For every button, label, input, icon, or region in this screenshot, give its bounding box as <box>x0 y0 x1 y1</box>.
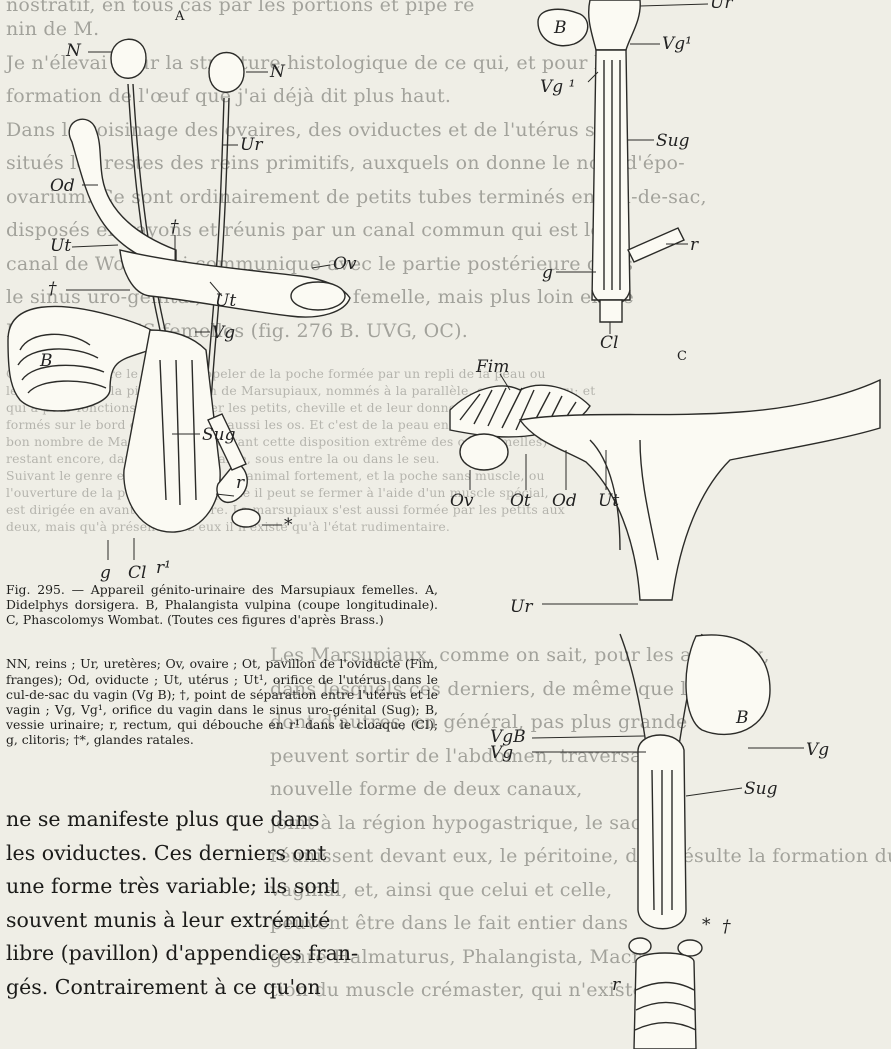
label-bladder: B <box>553 18 567 38</box>
rectum <box>634 953 696 1049</box>
panel-label-c: C <box>677 349 687 364</box>
figure-caption: Fig. 295. — Appareil génito-urinaire des… <box>6 582 438 628</box>
label-urogenital-sinus: Sug <box>744 779 778 799</box>
label-rectum: r <box>690 235 699 255</box>
label-vagina: Vg <box>212 323 235 343</box>
ovary <box>291 282 345 310</box>
rectal-gland <box>232 509 260 527</box>
figure-a-didelphys: A <box>0 0 440 580</box>
vagina-upper <box>589 0 641 50</box>
body-line: gés. Contrairement à ce qu'on <box>6 971 418 1005</box>
label-rectum: r <box>236 473 245 493</box>
body-line: souvent munis à leur extrémité <box>6 904 418 938</box>
label-urogenital-sinus: Sug <box>656 131 690 151</box>
label-urogenital-sinus: Sug <box>202 425 236 445</box>
label-uterus: Ut <box>50 236 71 256</box>
label-fimbriae: Fim <box>475 357 509 377</box>
kidney-right <box>209 53 244 93</box>
label-ureter: Ur <box>510 597 533 617</box>
label-oviduct: Od <box>552 491 577 511</box>
gland <box>629 938 651 954</box>
label-glands: * <box>284 515 293 535</box>
label-vagina-orifice: Vg ¹ <box>540 77 575 97</box>
label-clitoris: g <box>542 263 553 283</box>
label-bladder: B <box>39 351 53 371</box>
label-dagger: † <box>722 917 731 937</box>
gland <box>678 940 702 956</box>
label-oviduct: Od <box>50 176 75 196</box>
label-clitoris: g <box>100 563 111 583</box>
label-ovary: Ov <box>450 491 474 511</box>
body-line: ne se manifeste plus que dans <box>6 803 418 837</box>
caption-title: Fig. 295. — Appareil génito-urinaire des… <box>6 582 438 628</box>
panel-label-a: A <box>174 9 185 24</box>
rectum <box>628 228 684 262</box>
label-ureter: Ur <box>240 135 263 155</box>
label-kidney-n: N <box>269 62 286 82</box>
figure-b-phalangista: Ur B Vg¹ Vg ¹ Sug r g Cl <box>530 0 740 350</box>
label-vagina: Vg <box>490 743 513 763</box>
cloaca <box>600 300 622 322</box>
label-uterus: Ut <box>215 291 236 311</box>
label-vagina-orifice: Vg¹ <box>662 34 692 54</box>
label-dagger: † <box>48 279 57 299</box>
label-rectum-opening: r¹ <box>156 558 171 578</box>
label-vagina: Vg <box>806 740 829 760</box>
caption-legend: NN, reins ; Ur, uretères; Ov, ovaire ; O… <box>6 656 438 747</box>
body-line: les oviductes. Ces derniers ont <box>6 837 418 871</box>
ovary <box>460 434 508 470</box>
figure-c-phascolomys: C Fim Ov Ot Od Ut <box>440 350 885 1049</box>
label-uterus: Ut <box>598 491 619 511</box>
label-cloaca: Cl <box>128 563 146 583</box>
label-dagger: † <box>170 217 179 237</box>
kidney-left <box>111 39 146 78</box>
label-rectum: r <box>612 975 621 995</box>
body-line: libre (pavillon) d'appendices fran- <box>6 937 418 971</box>
label-glands: * <box>702 915 711 935</box>
label-pavilion: Ot <box>510 491 531 511</box>
label-bladder: B <box>735 708 749 728</box>
body-line: une forme très variable; ils sont <box>6 870 418 904</box>
body-text: ne se manifeste plus que dans les oviduc… <box>6 803 418 1004</box>
label-kidney-n: N <box>65 41 82 61</box>
vaginal-canal <box>592 50 630 300</box>
bladder <box>686 635 770 734</box>
oviduct-left <box>69 119 176 268</box>
figure-legend: NN, reins ; Ur, uretères; Ov, ovaire ; O… <box>6 644 438 760</box>
label-ureter: Ur <box>710 0 733 13</box>
label-ovary: Ov <box>333 254 357 274</box>
